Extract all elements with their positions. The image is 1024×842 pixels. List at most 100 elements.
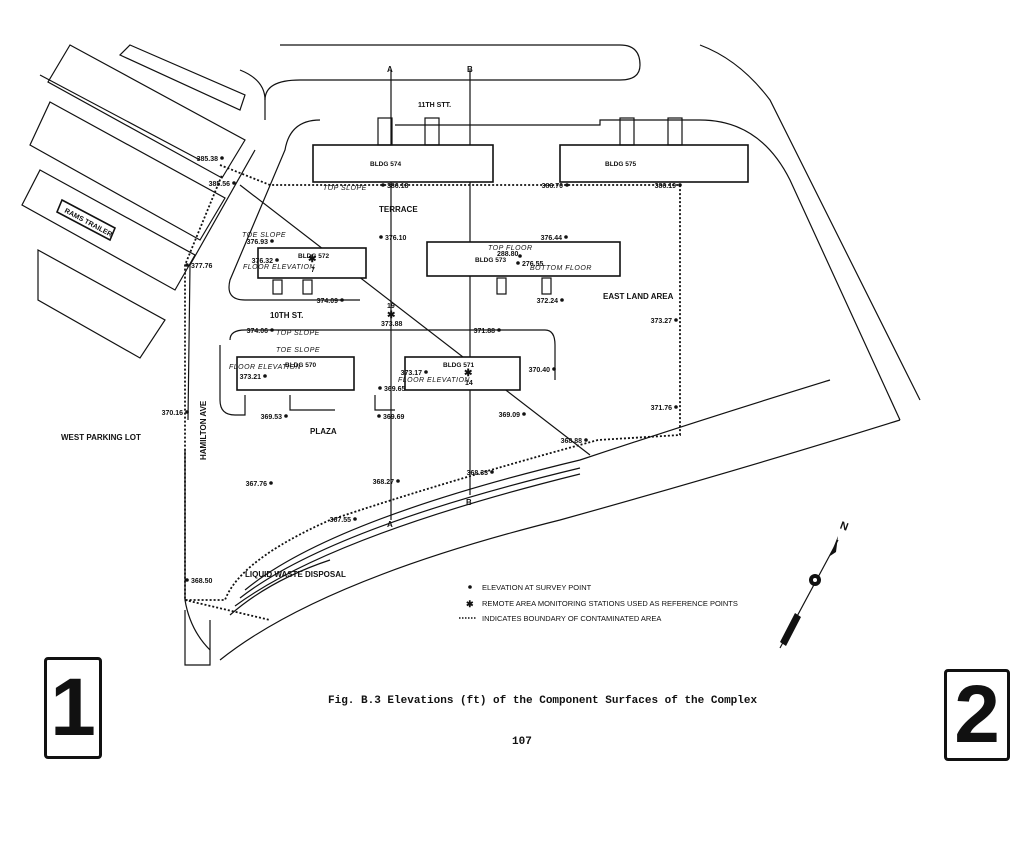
svg-text:7: 7 <box>311 267 315 274</box>
survey-dot-icon <box>232 181 236 185</box>
elevation-label: 386.18 <box>387 183 409 190</box>
survey-dot-icon <box>185 578 189 582</box>
corner-tag-right: 2 <box>944 669 1010 761</box>
section-lines: A B A B <box>239 65 591 529</box>
survey-dot-icon <box>220 156 224 160</box>
survey-dot-icon <box>516 261 520 265</box>
area-liquid-waste: LIQUID WASTE DISPOSAL <box>245 570 346 579</box>
street-10th: 10TH ST. <box>270 311 303 320</box>
north-arrow-icon: N <box>779 520 850 649</box>
elevation-label: 369.69 <box>383 414 405 421</box>
northwest-buildings <box>21 44 246 359</box>
elevation-label: 367.76 <box>246 481 268 488</box>
svg-text:FLOOR ELEVATION: FLOOR ELEVATION <box>243 264 315 271</box>
elevation-label: 369.65 <box>384 386 406 393</box>
area-east-land: EAST LAND AREA <box>603 292 674 301</box>
elevation-label: 368.88 <box>561 438 583 445</box>
buildings: BLDG 574 BLDG 575 BLDG 572 BLDG 573 BLDG… <box>219 117 749 416</box>
monitoring-stations: ✱ 7 ✱ 19 373.88 ✱ 14 <box>308 254 473 387</box>
survey-dot-icon <box>552 367 556 371</box>
elevation-label: 369.53 <box>261 414 283 421</box>
svg-text:INDICATES BOUNDARY OF CONTAMIN: INDICATES BOUNDARY OF CONTAMINATED AREA <box>482 614 661 623</box>
station-star-icon: ✱ <box>387 310 396 321</box>
elevation-label: 368.33 <box>467 470 489 477</box>
bldg-575-label: BLDG 575 <box>605 161 636 168</box>
station-star-icon: ✱ <box>308 254 317 265</box>
survey-dot-icon <box>379 235 383 239</box>
elevation-label: 376.32 <box>252 258 274 265</box>
street-hamilton: HAMILTON AVE <box>199 400 208 460</box>
elevation-label: 386.19 <box>655 183 677 190</box>
elevation-label: 373.21 <box>240 374 262 381</box>
elevation-label: 374.06 <box>247 328 269 335</box>
survey-dot-icon <box>584 438 588 442</box>
elevation-label: 385.56 <box>209 181 231 188</box>
bldg-573-label: BLDG 573 <box>475 257 506 264</box>
svg-text:ELEVATION AT SURVEY POINT: ELEVATION AT SURVEY POINT <box>482 583 592 592</box>
station-star-icon: ✱ <box>464 368 473 379</box>
survey-dot-icon <box>284 414 288 418</box>
elevation-label: 376.44 <box>541 235 563 242</box>
survey-dot-icon <box>564 235 568 239</box>
svg-text:TOP FLOOR: TOP FLOOR <box>488 245 533 252</box>
section-a-top: A <box>387 65 393 74</box>
survey-dot-icon <box>518 254 522 258</box>
elevation-label: 288.80 <box>497 251 519 258</box>
svg-text:FLOOR ELEVATION: FLOOR ELEVATION <box>229 364 301 371</box>
elevation-label: 376.10 <box>385 235 407 242</box>
survey-dot-icon <box>497 328 501 332</box>
figure-caption: Fig. B.3 Elevations (ft) of the Componen… <box>328 695 758 707</box>
section-a-bottom: A <box>387 520 393 529</box>
survey-dot-icon <box>381 183 385 187</box>
bldg-574-label: BLDG 574 <box>370 161 401 168</box>
corner-tag-left: 1 <box>44 657 102 759</box>
elevation-label: 367.55 <box>330 517 352 524</box>
bldg-570-label: BLDG 570 <box>285 362 316 369</box>
survey-dot-icon <box>263 374 267 378</box>
slope-annotations: TOP SLOPE TOE SLOPE FLOOR ELEVATION TOP … <box>229 185 592 384</box>
survey-dot-icon <box>353 517 357 521</box>
survey-dot-icon <box>269 481 273 485</box>
survey-dot-icon <box>674 318 678 322</box>
survey-dot-icon <box>185 263 189 267</box>
elevation-label: 371.76 <box>651 405 673 412</box>
survey-dot-icon <box>275 258 279 262</box>
survey-dot-icon <box>560 298 564 302</box>
survey-dot-icon <box>490 470 494 474</box>
survey-dot-icon <box>565 183 569 187</box>
area-plaza: PLAZA <box>310 427 337 436</box>
svg-text:14: 14 <box>465 380 473 387</box>
area-terrace: TERRACE <box>379 205 418 214</box>
section-b-top: B <box>467 65 473 74</box>
svg-text:BOTTOM FLOOR: BOTTOM FLOOR <box>530 265 592 272</box>
svg-text:TOE SLOPE: TOE SLOPE <box>276 347 320 354</box>
station-star-icon: ✱ <box>466 599 474 609</box>
survey-dot-icon <box>270 328 274 332</box>
elevation-label: 368.27 <box>373 479 395 486</box>
area-west-parking: WEST PARKING LOT <box>61 433 141 442</box>
svg-text:TOP SLOPE: TOP SLOPE <box>276 330 320 337</box>
svg-text:TOP SLOPE: TOP SLOPE <box>323 185 367 192</box>
survey-dot-icon <box>378 386 382 390</box>
svg-text:373.88: 373.88 <box>381 321 403 328</box>
svg-text:REMOTE AREA MONITORING STATION: REMOTE AREA MONITORING STATIONS USED AS … <box>482 599 738 608</box>
elevation-label: 276.55 <box>522 261 544 268</box>
bldg-571-label: BLDG 571 <box>443 362 474 369</box>
elevation-label: 372.24 <box>537 298 559 305</box>
elevation-label: 373.17 <box>401 370 423 377</box>
legend: ELEVATION AT SURVEY POINT ✱ REMOTE AREA … <box>459 583 738 623</box>
elevation-label: 370.16 <box>162 410 184 417</box>
section-b-bottom: B <box>466 498 472 507</box>
elevation-label: 374.09 <box>317 298 339 305</box>
svg-text:19: 19 <box>387 303 395 310</box>
elevation-label: 371.88 <box>474 328 496 335</box>
survey-dot-icon <box>678 183 682 187</box>
svg-text:TOE SLOPE: TOE SLOPE <box>242 232 286 239</box>
survey-dot-icon <box>522 412 526 416</box>
elevation-label: 386.70 <box>542 183 564 190</box>
elevation-label: 370.40 <box>529 367 551 374</box>
survey-dot-icon <box>340 298 344 302</box>
survey-dot-icon <box>396 479 400 483</box>
